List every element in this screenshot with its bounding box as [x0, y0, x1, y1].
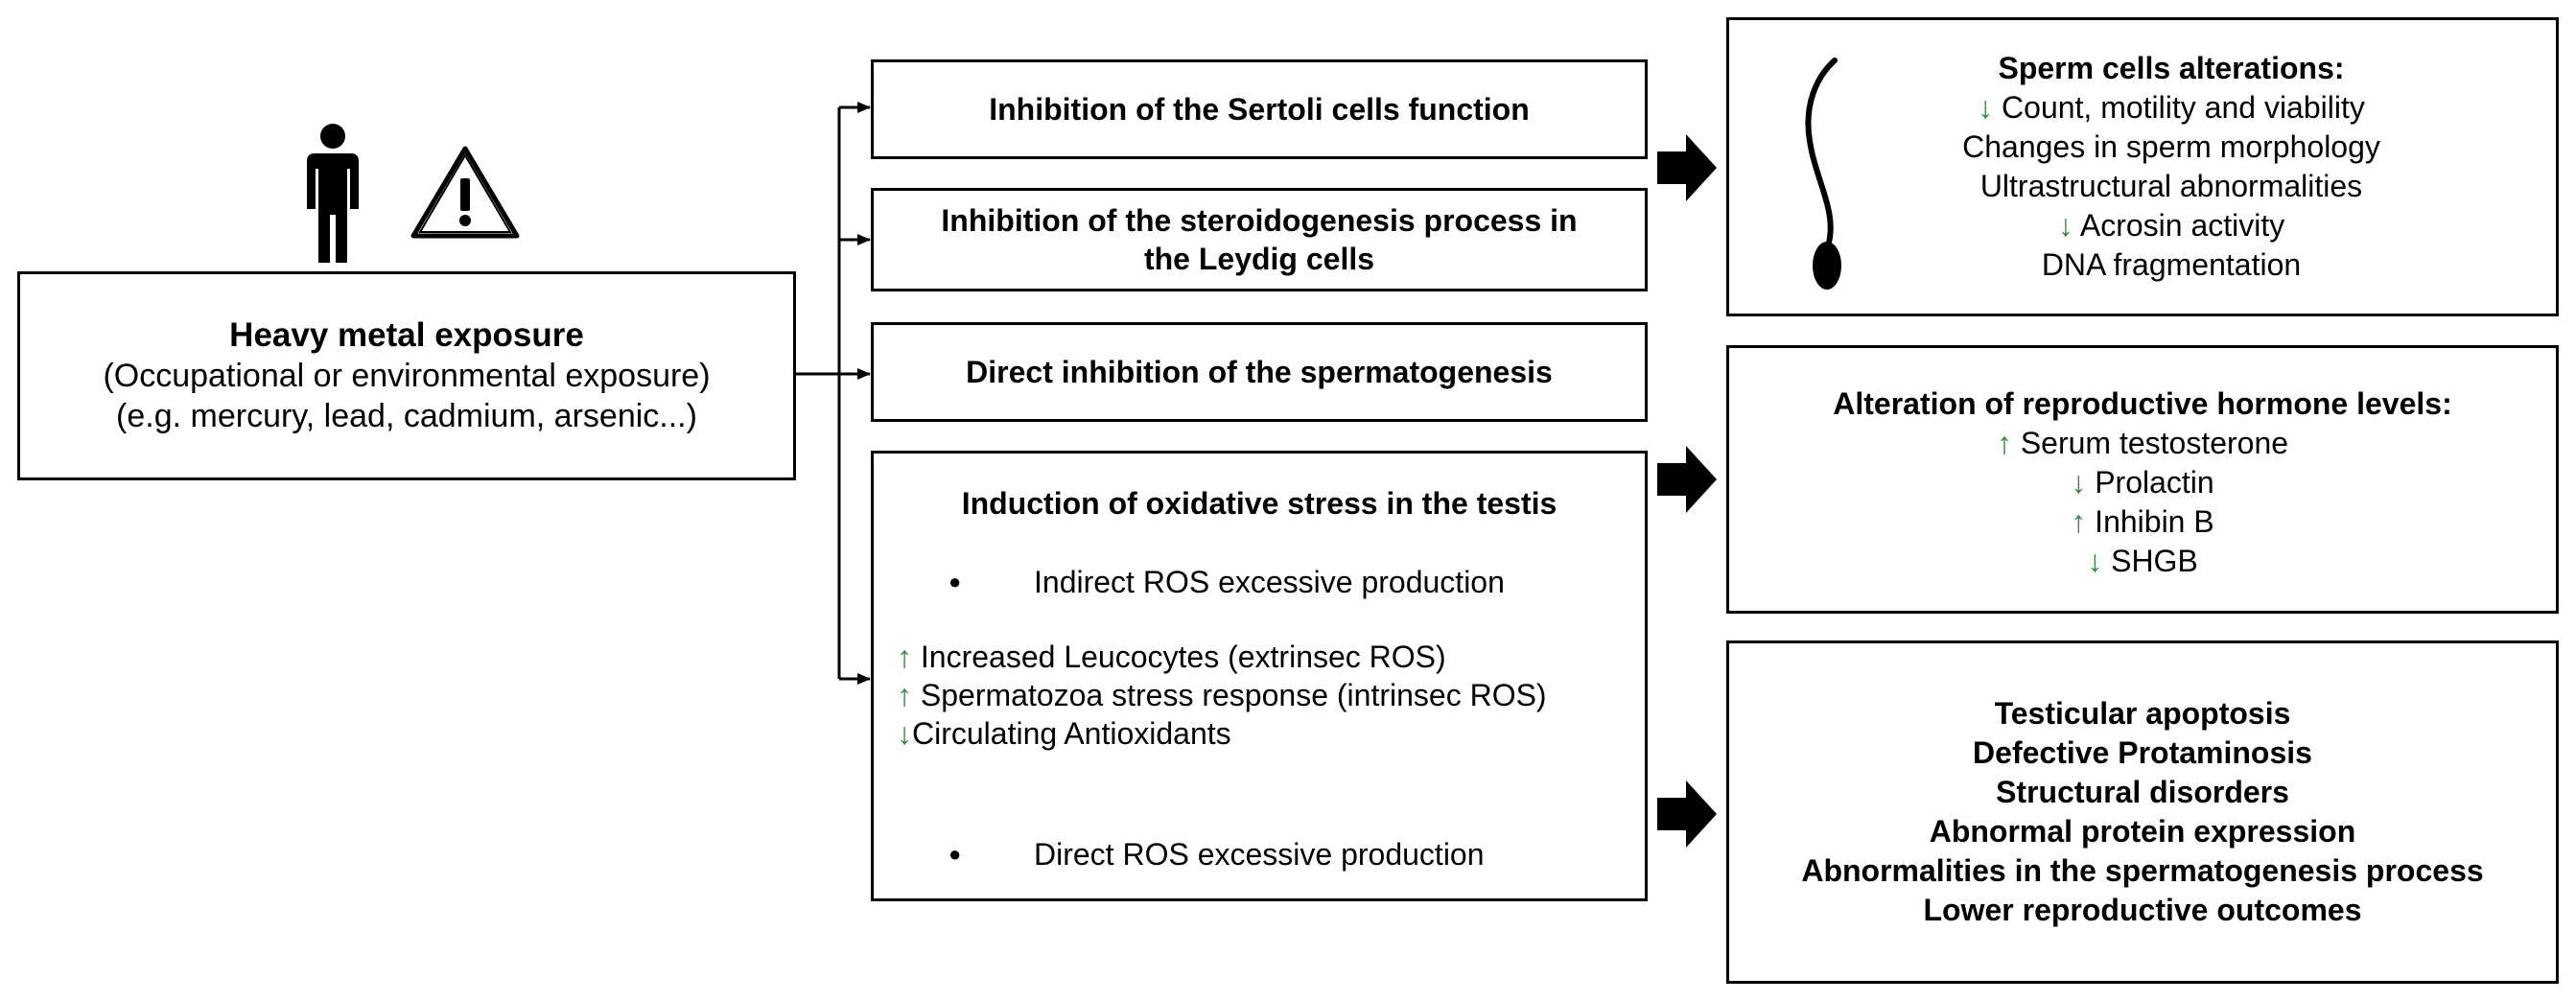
ros-factor-list: ↑ Increased Leucocytes (extrinsec ROS) ↑…	[897, 638, 1547, 753]
sperm-cell-icon	[1805, 58, 1841, 290]
hormone-item: ↑ Serum testosterone	[1996, 426, 2289, 460]
hormone-item: ↓ SHGB	[2087, 544, 2198, 578]
sperm-alterations-box: Sperm cells alterations: ↓ Count, motili…	[1726, 17, 2559, 316]
indirect-ros-label: Indirect ROS excessive production	[1034, 565, 1505, 599]
mechanism-box-spermatogenesis: Direct inhibition of the spermatogenesis	[871, 322, 1648, 422]
oxidative-stress-title: Induction of oxidative stress in the tes…	[961, 486, 1557, 521]
testicular-outcomes-list: Testicular apoptosis Defective Protamino…	[1801, 694, 2483, 930]
testicular-outcomes-box: Testicular apoptosis Defective Protamino…	[1726, 640, 2559, 984]
sperm-alteration-item: ↓ Count, motility and viability	[1978, 90, 2365, 125]
testicular-outcome-item: Structural disorders	[1996, 775, 2289, 809]
source-subtitle: (Occupational or environmental exposure)	[103, 358, 711, 394]
sperm-alteration-item: DNA fragmentation	[2041, 247, 2302, 282]
block-arrow-right-icon	[1657, 446, 1717, 513]
hormone-item: ↑ Inhibin B	[2071, 504, 2214, 539]
warning-triangle-icon	[410, 146, 520, 239]
block-arrow-right-icon	[1657, 134, 1717, 201]
ros-factor-item: ↑ Increased Leucocytes (extrinsec ROS)	[897, 640, 1446, 674]
hormone-levels-box: Alteration of reproductive hormone level…	[1726, 345, 2559, 614]
source-examples: (e.g. mercury, lead, cadmium, arsenic...…	[116, 398, 697, 434]
person-icon	[307, 124, 359, 263]
sperm-alteration-item: Changes in sperm morphology	[1962, 129, 2380, 164]
sperm-alterations-content: Sperm cells alterations: ↓ Count, motili…	[1787, 49, 2556, 285]
testicular-outcome-item: Lower reproductive outcomes	[1923, 893, 2362, 927]
mechanism-label: Inhibition of the Sertoli cells function	[989, 92, 1530, 127]
ros-factor-item: ↑ Spermatozoa stress response (intrinsec…	[897, 678, 1547, 712]
heavy-metal-exposure-box: Heavy metal exposure (Occupational or en…	[17, 271, 796, 480]
down-arrow-icon: ↓	[897, 716, 912, 751]
up-arrow-icon: ↑	[897, 678, 912, 712]
sperm-alteration-item: Ultrastructural abnormalities	[1979, 169, 2363, 203]
testicular-outcome-item: Abnormalities in the spermatogenesis pro…	[1801, 853, 2484, 888]
ros-factor-item: ↓Circulating Antioxidants	[897, 716, 1231, 751]
down-arrow-icon: ↓	[2057, 208, 2073, 243]
direct-ros-label: Direct ROS excessive production	[1034, 837, 1485, 872]
up-arrow-icon: ↑	[897, 640, 912, 674]
hormone-item: ↓ Prolactin	[2071, 465, 2214, 500]
hormone-levels-title: Alteration of reproductive hormone level…	[1833, 386, 2452, 421]
testicular-outcome-item: Defective Protaminosis	[1973, 735, 2312, 770]
testicular-outcome-item: Abnormal protein expression	[1929, 814, 2356, 849]
mechanism-label: Direct inhibition of the spermatogenesis	[966, 355, 1553, 389]
testicular-outcome-item: Testicular apoptosis	[1994, 696, 2291, 731]
up-arrow-icon: ↑	[1996, 426, 2012, 460]
down-arrow-icon: ↓	[1978, 90, 1994, 125]
bullet-icon: ●	[948, 842, 962, 866]
mechanism-label: Inhibition of the steroidogenesis proces…	[941, 203, 1578, 238]
bullet-icon: ●	[948, 570, 962, 594]
source-title: Heavy metal exposure	[229, 316, 584, 354]
oxidative-stress-box: Induction of oxidative stress in the tes…	[871, 451, 1648, 901]
sperm-alteration-item: ↓ Acrosin activity	[2057, 208, 2285, 243]
block-arrow-right-icon	[1657, 780, 1717, 848]
up-arrow-icon: ↑	[2071, 504, 2087, 539]
down-arrow-icon: ↓	[2087, 544, 2103, 578]
hormone-levels-content: Alteration of reproductive hormone level…	[1729, 384, 2556, 581]
down-arrow-icon: ↓	[2071, 465, 2087, 500]
mechanism-box-sertoli: Inhibition of the Sertoli cells function	[871, 59, 1648, 159]
mechanism-label: the Leydig cells	[1143, 242, 1375, 276]
mechanism-box-steroidogenesis: Inhibition of the steroidogenesis proces…	[871, 188, 1648, 291]
sperm-alterations-title: Sperm cells alterations:	[1998, 51, 2345, 85]
